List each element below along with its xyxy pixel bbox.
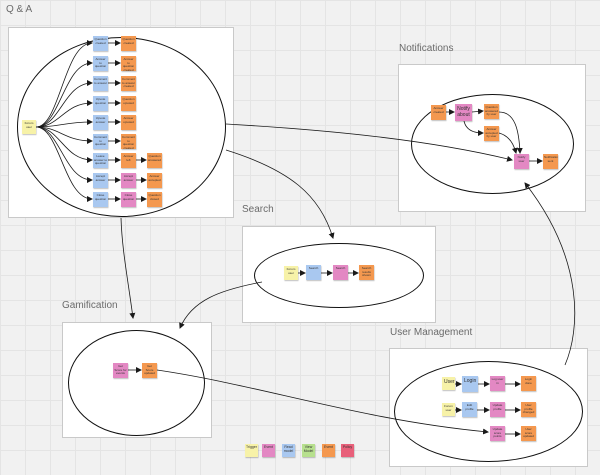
gamification-event-note[interactable]: Get Score updated xyxy=(142,363,157,378)
qa-readmodel-note[interactable]: Comment to question xyxy=(93,134,108,149)
um-readmodel-note[interactable]: Edit profile xyxy=(462,402,477,417)
notif-line xyxy=(463,120,484,136)
notif-line xyxy=(498,132,518,154)
qa-readmodel-note[interactable]: Upvote question xyxy=(93,96,108,111)
gamification-ellipse xyxy=(68,330,205,436)
qa-readmodel-note[interactable]: Answer to question xyxy=(93,56,108,71)
gamification-command-note[interactable]: Get Score for events xyxy=(113,363,128,378)
qa-command-note[interactable]: Close question xyxy=(121,192,136,207)
qa-readmodel-note[interactable]: Accept answer xyxy=(93,173,108,188)
qa-command-note[interactable]: Accept answer xyxy=(121,173,136,188)
qa-fanout-line xyxy=(35,119,93,128)
qa-event-note[interactable]: Comment to question created xyxy=(121,134,136,149)
user-management-title: User Management xyxy=(390,327,473,338)
qa-event-note[interactable]: Answer to question created xyxy=(121,56,136,71)
search-trigger-note[interactable]: Forum user xyxy=(284,266,298,280)
qa-trigger-note[interactable]: Forum user xyxy=(22,120,36,134)
notif-command-note[interactable]: Notify about xyxy=(455,104,472,121)
qa-to-search-line xyxy=(225,149,335,239)
um-event-note[interactable]: Login done xyxy=(521,376,536,391)
legend-policy: Policy xyxy=(341,444,354,457)
search-command-note[interactable]: Search xyxy=(333,265,348,280)
qa-fanout-line xyxy=(35,126,93,163)
notif-line xyxy=(498,111,523,154)
qa-fanout-line xyxy=(35,80,93,128)
notif-line xyxy=(471,108,484,115)
qa-fanout-line xyxy=(35,126,93,202)
qa-title: Q & A xyxy=(6,4,33,15)
search-ellipse xyxy=(254,243,424,308)
qa-event-note[interactable]: Question upvoted xyxy=(121,96,136,111)
legend-readmodel: Read model xyxy=(282,444,295,457)
search-to-gamification-line xyxy=(179,281,263,329)
qa-final-event-note[interactable]: Answer accepted xyxy=(147,173,162,188)
notifications-ellipse xyxy=(411,94,574,194)
qa-final-event-note[interactable]: Question closed xyxy=(147,192,162,207)
um-command-note[interactable]: Update score points xyxy=(490,426,505,441)
search-event-note[interactable]: Search results shown xyxy=(359,265,374,280)
qa-readmodel-note[interactable]: Comment to answer xyxy=(93,76,108,91)
gamification-title: Gamification xyxy=(62,300,118,311)
notif-event-note[interactable]: Question answered by user xyxy=(484,104,499,119)
gamification-to-user-line xyxy=(156,369,489,435)
qa-event-note[interactable]: Answer upvoted xyxy=(121,115,136,130)
notif-event-note[interactable]: Answer accepted by user xyxy=(484,126,499,141)
um-event-note[interactable]: User profile changed xyxy=(521,402,536,417)
qa-fanout-line xyxy=(35,40,93,128)
notifications-title: Notifications xyxy=(399,43,454,54)
notif-trigger-event-note[interactable]: Answer created xyxy=(431,105,446,120)
qa-fanout-line xyxy=(35,100,93,128)
um-event-note[interactable]: User score updated xyxy=(521,426,536,441)
qa-readmodel-note[interactable]: Upvote answer xyxy=(93,115,108,130)
search-readmodel-note[interactable]: Search xyxy=(306,265,321,280)
qa-readmodel-note[interactable]: Leave answer to question xyxy=(93,153,108,168)
qa-event-note[interactable]: Question created xyxy=(121,36,136,51)
user-to-notifications-line xyxy=(524,182,576,366)
qa-readmodel-note[interactable]: Close question xyxy=(93,192,108,207)
um-command-note[interactable]: Log user in xyxy=(490,376,505,391)
qa-to-notifications-line xyxy=(225,123,513,162)
um-trigger-note[interactable]: Forum user xyxy=(442,403,455,416)
qa-final-event-note[interactable]: Question answered xyxy=(147,153,162,168)
user-management-ellipse xyxy=(394,361,583,462)
legend-trigger: Trigger xyxy=(245,444,258,457)
legend-viewmodel: View Model xyxy=(302,444,315,457)
notif-command-note[interactable]: Notify user xyxy=(514,154,529,169)
qa-readmodel-note[interactable]: Question created xyxy=(93,36,108,51)
legend-event: Event xyxy=(262,444,275,457)
qa-event-note[interactable]: Comment to answer created xyxy=(121,76,136,91)
um-login-command-note[interactable]: Login xyxy=(462,376,478,392)
um-view-note[interactable]: User xyxy=(442,377,455,390)
legend-event-orange: Event xyxy=(322,444,335,457)
um-command-note[interactable]: Update profile xyxy=(490,402,505,417)
qa-fanout-line xyxy=(35,60,93,128)
qa-to-gamification-line xyxy=(120,217,136,319)
qa-event-note[interactable]: Answer left xyxy=(121,153,136,168)
notif-sent-event-note[interactable]: Notification sent xyxy=(543,154,558,169)
search-title: Search xyxy=(242,204,274,215)
